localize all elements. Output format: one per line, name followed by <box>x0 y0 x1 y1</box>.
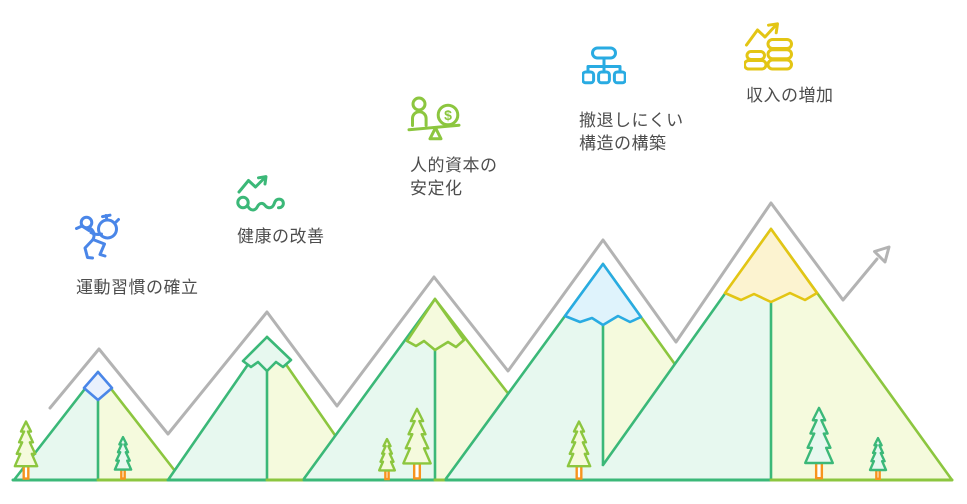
arrow-head-icon <box>873 245 891 264</box>
mountain-1 <box>12 370 184 482</box>
person-money-balance-icon: $ <box>407 96 461 141</box>
snow-cap <box>82 370 114 402</box>
step-label-human-capital: 人的資本の安定化 <box>410 156 498 198</box>
coin-stacks-growth-icon <box>744 22 793 71</box>
step-label-exercise-habit: 運動習慣の確立 <box>76 278 199 297</box>
snow-cap <box>723 227 819 304</box>
runner-stopwatch-icon <box>75 213 120 260</box>
growth-path-line <box>48 201 891 436</box>
svg-text:$: $ <box>444 107 452 123</box>
snow-cap <box>241 335 293 373</box>
snow-cap <box>405 297 466 352</box>
step-label-structure: 撤退しにくい構造の構築 <box>579 111 684 153</box>
step-label-health-improvement: 健康の改善 <box>237 227 325 246</box>
snow-cap <box>563 262 643 327</box>
org-structure-icon <box>582 46 626 85</box>
step-label-income-growth: 収入の増加 <box>746 86 834 105</box>
situp-trend-icon <box>236 175 285 212</box>
